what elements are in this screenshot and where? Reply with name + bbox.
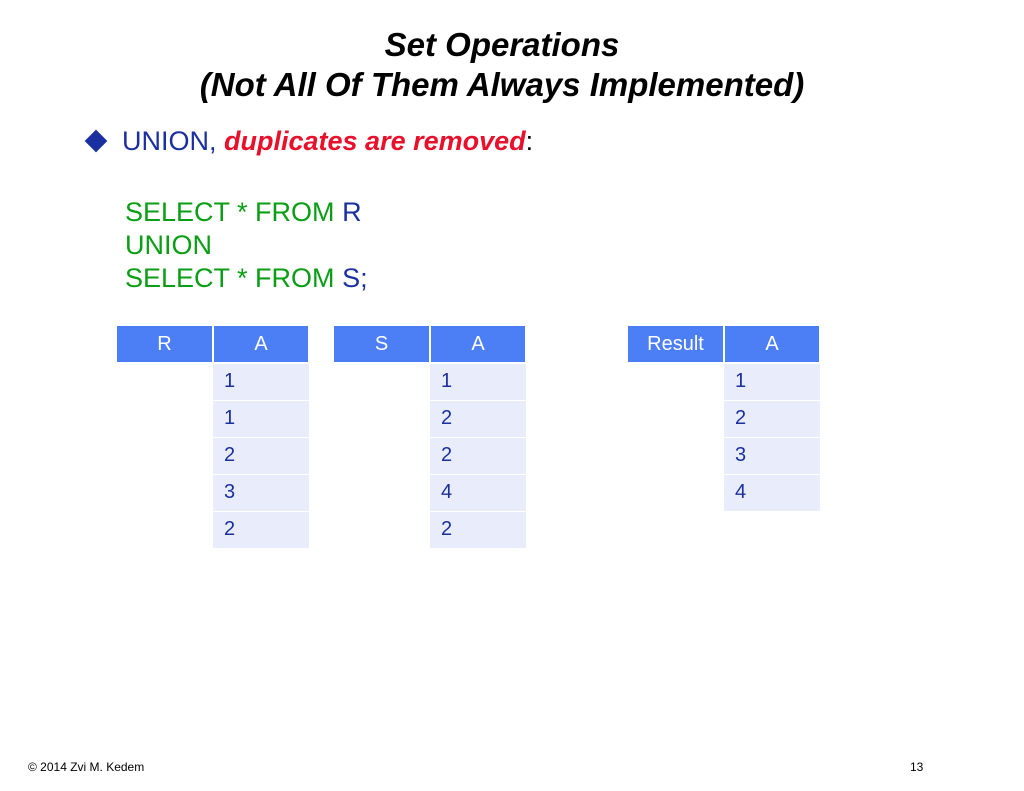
column-header: A — [213, 326, 310, 364]
table-name-header: S — [334, 326, 431, 364]
table-cell: 2 — [213, 510, 309, 549]
table-cell: 2 — [430, 436, 526, 475]
table-s: S A 1 2 2 4 2 — [334, 326, 527, 549]
table-cell: 1 — [213, 362, 309, 401]
page-number: 13 — [910, 760, 924, 774]
sql-line-1: SELECT * FROM R — [125, 196, 362, 229]
sql-line-3: SELECT * FROM S; — [125, 262, 368, 295]
table-row: 1 — [628, 362, 820, 401]
table-cell: 4 — [724, 473, 820, 512]
bullet-union: UNION, duplicates are removed: — [84, 126, 533, 157]
table-row: 3 — [117, 473, 309, 512]
table-cell: 1 — [213, 399, 309, 438]
footer-copyright: © 2014 Zvi M. Kedem — [28, 760, 145, 774]
table-cell: 2 — [724, 399, 820, 438]
slide-title-line2: (Not All Of Them Always Implemented) — [199, 66, 805, 103]
table-row: 1 — [117, 399, 309, 438]
sql-line-2: UNION — [125, 229, 212, 262]
table-row: 2 — [628, 399, 820, 438]
table-name-header: Result — [628, 326, 725, 364]
slide-title-line1: Set Operations — [384, 26, 620, 63]
sql-keyword: SELECT * FROM — [125, 263, 335, 293]
bullet-emphasis: duplicates are removed — [224, 126, 526, 156]
table-row: 2 — [117, 436, 309, 475]
bullet-prefix: UNION, — [122, 126, 217, 156]
table-cell: 1 — [724, 362, 820, 401]
column-header: A — [724, 326, 821, 364]
sql-relation: R — [342, 197, 362, 227]
table-header-row: R A — [117, 326, 310, 364]
table-row: 1 — [117, 362, 309, 401]
table-header-row: S A — [334, 326, 527, 364]
table-cell: 2 — [430, 399, 526, 438]
diamond-bullet-icon — [84, 129, 108, 153]
table-name-header: R — [117, 326, 214, 364]
table-row: 4 — [628, 473, 820, 512]
table-cell: 2 — [213, 436, 309, 475]
table-cell: 4 — [430, 473, 526, 512]
column-header: A — [430, 326, 527, 364]
table-row: 2 — [334, 399, 526, 438]
sql-keyword: SELECT * FROM — [125, 197, 335, 227]
bullet-suffix: : — [525, 126, 534, 156]
table-cell: 1 — [430, 362, 526, 401]
table-row: 4 — [334, 473, 526, 512]
table-row: 2 — [334, 436, 526, 475]
table-r: R A 1 1 2 3 2 — [117, 326, 310, 549]
table-row: 2 — [117, 510, 309, 549]
table-cell: 3 — [213, 473, 309, 512]
table-header-row: Result A — [628, 326, 821, 364]
table-row: 1 — [334, 362, 526, 401]
table-row: 2 — [334, 510, 526, 549]
table-row: 3 — [628, 436, 820, 475]
table-cell: 3 — [724, 436, 820, 475]
table-result: Result A 1 2 3 4 — [628, 326, 821, 512]
table-cell: 2 — [430, 510, 526, 549]
sql-keyword: UNION — [125, 230, 212, 260]
sql-relation: S; — [342, 263, 368, 293]
